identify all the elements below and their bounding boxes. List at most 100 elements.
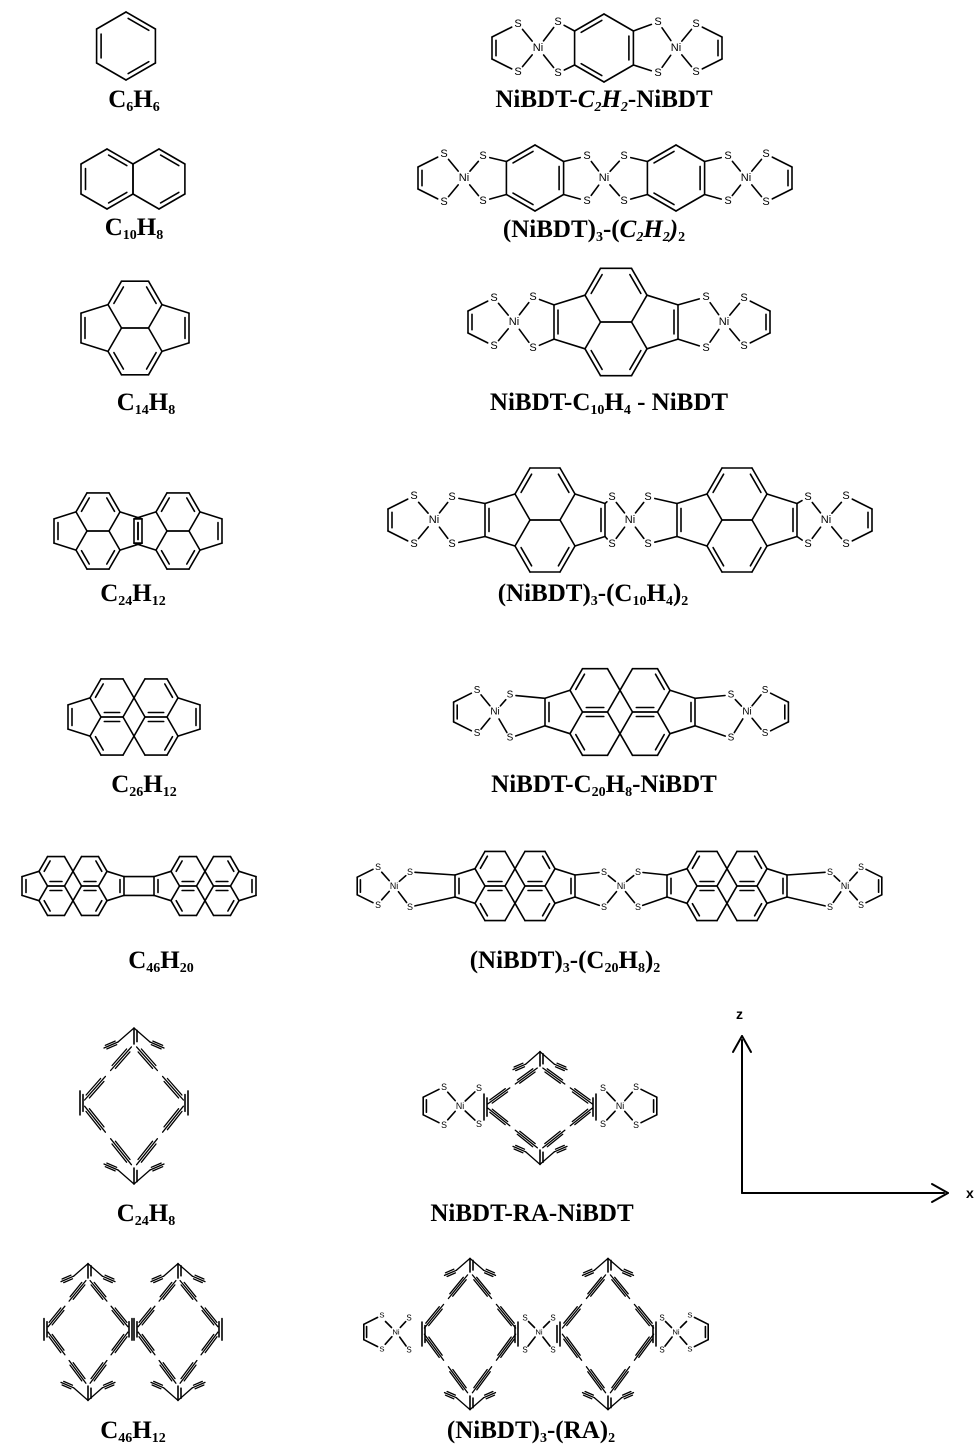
bond: [425, 1338, 440, 1359]
bond: [562, 156, 582, 163]
sulfur-atom: S: [600, 1119, 606, 1129]
bond: [95, 860, 103, 873]
bond: [106, 497, 116, 513]
bond: [87, 1262, 104, 1277]
bond: [137, 1331, 156, 1356]
bond: [106, 1044, 118, 1050]
bond: [623, 1394, 634, 1400]
bond: [72, 870, 83, 887]
bond: [188, 549, 201, 570]
bond: [106, 1162, 118, 1168]
bond: [153, 894, 172, 902]
bond: [398, 874, 407, 883]
bond: [101, 1381, 116, 1389]
bond: [629, 349, 642, 371]
sulfur-atom: S: [490, 292, 497, 304]
bond: [582, 1394, 593, 1400]
bond: [544, 867, 556, 887]
bond: [656, 711, 671, 735]
formula-label-nibdt-c2h2: NiBDT-C2H2-NiBDT: [495, 86, 713, 115]
bond: [701, 26, 723, 38]
bond: [609, 1366, 631, 1394]
bond: [417, 156, 439, 168]
nickel-atom: Ni: [741, 172, 751, 184]
bond: [679, 1335, 688, 1346]
bond: [122, 678, 135, 699]
bond: [544, 1130, 561, 1145]
bond: [669, 689, 696, 700]
bond: [458, 497, 486, 505]
bond: [619, 732, 634, 757]
molecule-c14h8: [80, 280, 190, 376]
bond: [716, 867, 728, 887]
sulfur-atom: S: [476, 1119, 482, 1129]
sulfur-atom: S: [635, 902, 641, 912]
bond: [195, 885, 206, 902]
bond: [159, 1364, 173, 1382]
bond: [630, 347, 648, 377]
molecule-c46h12: [43, 1262, 223, 1402]
bond: [554, 1144, 565, 1150]
bond: [447, 184, 460, 198]
bond: [769, 692, 790, 703]
bond: [611, 1279, 626, 1297]
sulfur-atom: S: [762, 148, 769, 160]
bond: [514, 867, 526, 887]
sulfur-atom: S: [474, 728, 481, 739]
bond: [108, 511, 121, 532]
bond: [653, 150, 675, 164]
bond: [483, 1390, 494, 1396]
bond: [512, 1145, 527, 1153]
bond: [590, 349, 603, 371]
bond: [541, 855, 551, 870]
bond: [609, 160, 621, 173]
bond: [680, 28, 693, 42]
bond: [102, 1278, 113, 1284]
bond: [145, 351, 157, 370]
bond: [656, 689, 671, 713]
bond: [111, 1143, 128, 1163]
bond: [766, 896, 788, 905]
bond: [629, 156, 649, 163]
formula-label-c46h12: C46H12: [100, 1417, 166, 1446]
bond: [107, 280, 123, 306]
bond: [635, 1308, 650, 1327]
bond: [69, 1364, 83, 1382]
bond: [484, 535, 516, 547]
bond: [94, 735, 104, 751]
molecule-c6h6: [95, 11, 157, 81]
bond: [677, 298, 701, 306]
bond: [80, 497, 90, 513]
bond: [133, 542, 157, 551]
bond: [546, 1133, 564, 1148]
bond: [491, 58, 513, 70]
bond: [728, 328, 741, 342]
bond: [114, 1051, 131, 1070]
bond: [106, 894, 125, 902]
bond: [514, 467, 531, 495]
bond: [542, 1067, 566, 1085]
bond: [504, 867, 516, 887]
bond: [593, 1257, 609, 1271]
bond: [753, 855, 763, 870]
bond: [104, 1166, 116, 1172]
bond: [384, 1320, 393, 1329]
nickel-atom: Ni: [719, 316, 729, 328]
bond: [204, 870, 215, 887]
bond: [473, 1279, 488, 1297]
bond: [47, 1305, 66, 1328]
bond: [63, 1380, 74, 1386]
bond: [620, 1391, 635, 1399]
bond: [158, 148, 186, 165]
bond: [103, 1163, 119, 1171]
bond: [137, 1140, 154, 1161]
bond: [632, 23, 653, 32]
sulfur-atom: S: [583, 150, 590, 162]
sulfur-atom: S: [507, 690, 514, 701]
bond: [444, 1268, 455, 1274]
bond: [590, 1368, 605, 1389]
bond: [524, 1050, 541, 1065]
formula-label-nibdt3-c20h8-2: (NiBDT)3-(C20H8)2: [469, 947, 661, 976]
bond: [749, 332, 771, 344]
